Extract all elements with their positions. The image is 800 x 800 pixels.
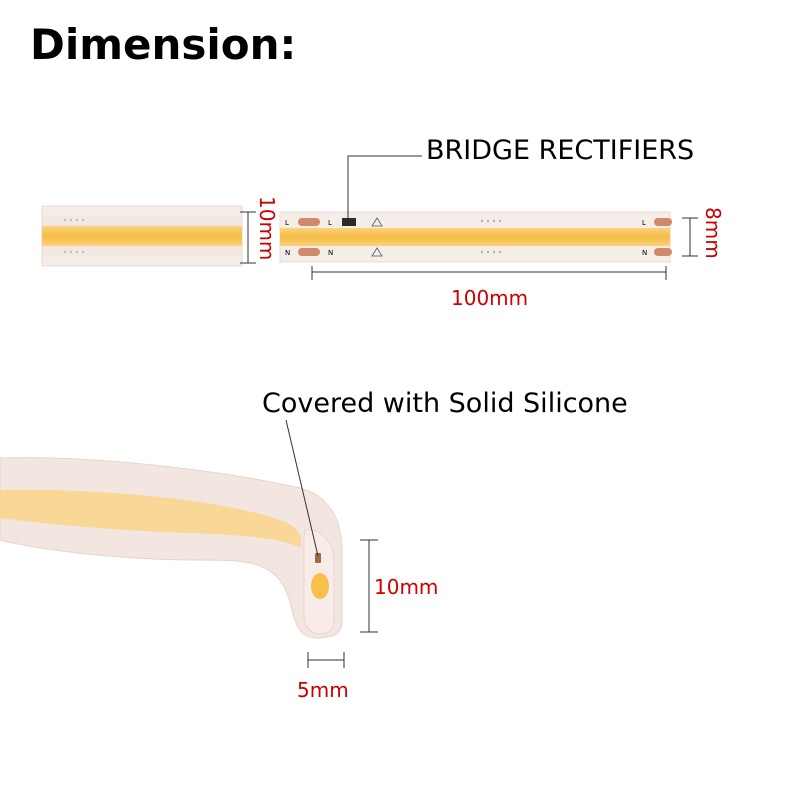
pad-mark-mid-top: L [328,219,332,227]
solder-pads-right [654,218,672,256]
tube-height-label: 10mm [255,196,279,260]
warning-triangle-icon [371,217,383,227]
pcb-led-band [280,228,670,246]
bridge-rectifier-label: BRIDGE RECTIFIERS [426,135,694,166]
segment-length-label: 100mm [451,286,528,310]
bottom-height-dimension [360,539,378,633]
curved-silicone-body [0,457,343,639]
pad-mark-mid-bottom: N [328,249,333,257]
end-face-led [311,573,329,599]
bottom-width-label: 5mm [297,678,349,702]
page-title: Dimension: [30,20,297,69]
tube-led-band [42,226,242,246]
warning-triangle-icon [371,247,383,257]
silicone-leader-line [285,419,319,557]
tube-dot-marks [63,218,85,254]
end-face-copper [315,553,321,563]
pad-mark-left-bottom: N [285,249,290,257]
pad-mark-right-bottom: N [642,249,647,257]
strip-height-dimension [682,217,698,257]
bottom-strip: Covered with Solid Silicone 10mm 5mm [0,388,628,702]
top-strip: 10mm L N L N L N BRIDGE RECTIFIERS [41,135,725,310]
bridge-rectifier-chip [342,218,356,226]
tube-height-dimension [240,211,256,264]
silicone-callout-label: Covered with Solid Silicone [262,388,628,419]
bridge-rectifier-leader-line [347,155,422,218]
pcb-dot-marks [480,219,502,254]
curved-led-band [0,489,302,548]
solder-pads-left [298,218,320,256]
segment-length-dimension [311,266,667,280]
bottom-height-label: 10mm [374,575,438,599]
bottom-width-dimension [307,652,345,668]
pad-mark-right-top: L [642,219,646,227]
strip-height-label: 8mm [701,207,725,259]
pad-mark-left-top: L [285,219,289,227]
